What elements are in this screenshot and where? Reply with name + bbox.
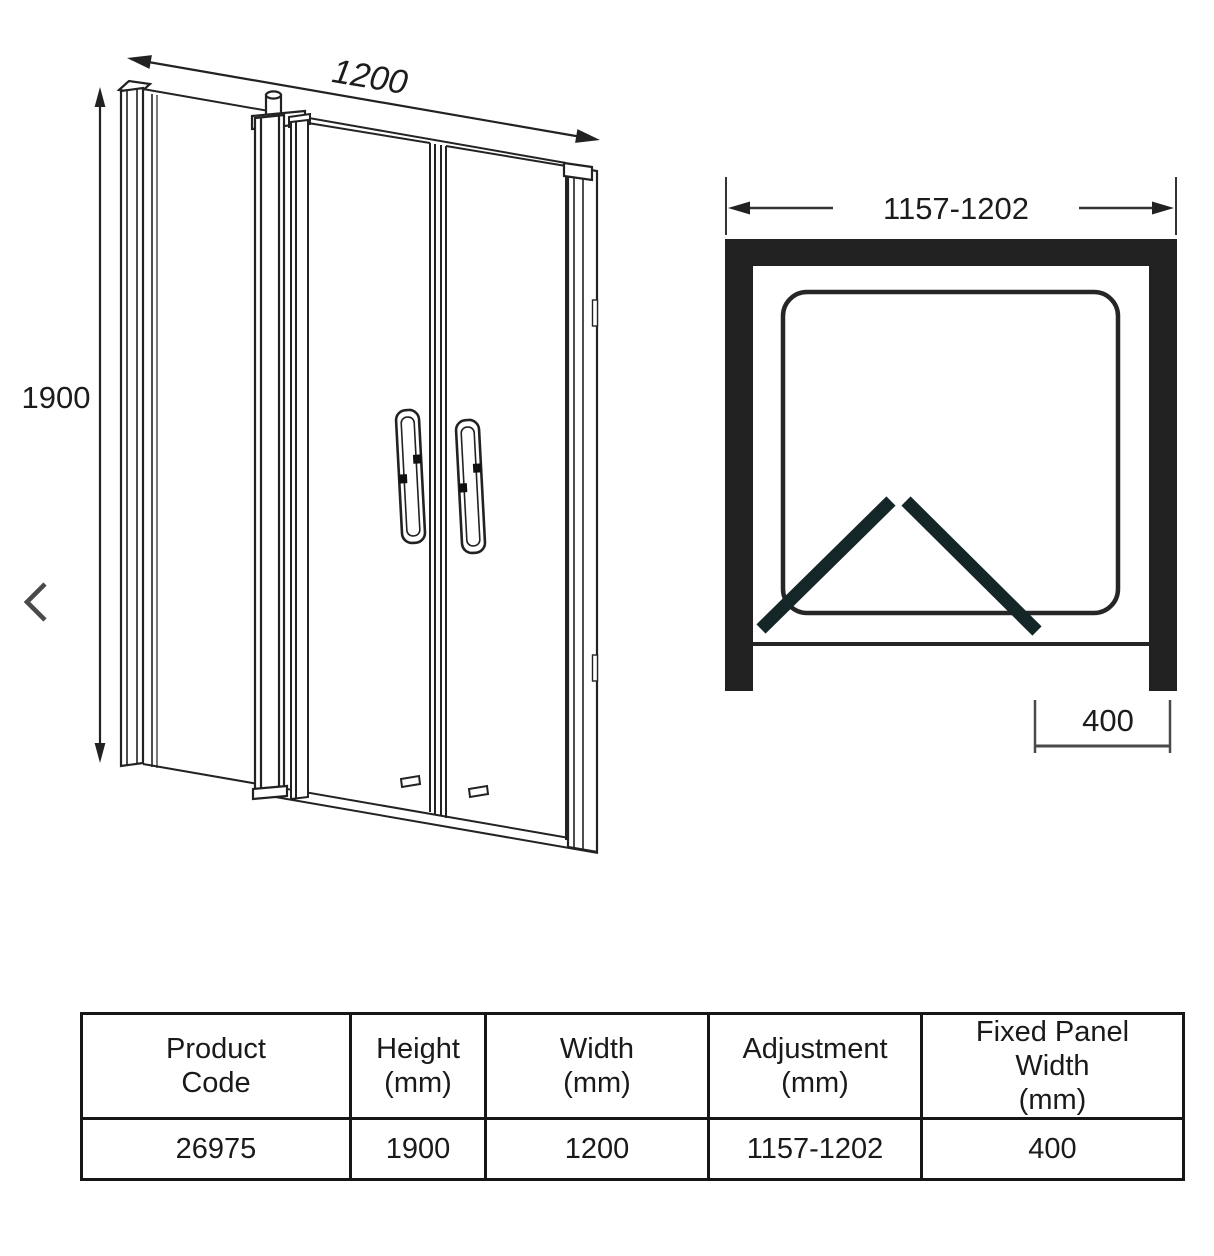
bifold-door-swing (756, 496, 1042, 636)
col-header-fixed-panel-width: Fixed Panel Width (mm) (920, 1012, 1185, 1120)
spec-header-row: Product Code Height (mm) Width (mm) Adju… (80, 1012, 1185, 1120)
cell-fixed-panel-width: 400 (920, 1117, 1185, 1181)
width-dimension-arrow-left-icon (127, 55, 152, 69)
door2-handle (454, 418, 487, 555)
header-line: (mm) (1018, 1084, 1087, 1116)
left-wall-profile (116, 79, 158, 768)
door-2 (445, 145, 567, 840)
header-line: Code (181, 1067, 251, 1099)
header-line: (mm) (384, 1067, 452, 1099)
cell-width: 1200 (484, 1117, 710, 1181)
adjustment-arrow-right-icon (1152, 201, 1174, 215)
enclosure-frame (725, 239, 1177, 691)
fixed-panel-dimension (1033, 700, 1172, 753)
header-line: Fixed Panel (975, 1016, 1130, 1048)
fixed-panel-dimension-label: 400 (1082, 703, 1134, 738)
col-header-adjustment: Adjustment (mm) (707, 1012, 923, 1120)
plan-view-diagram: 1157-1202 400 (725, 177, 1177, 753)
header-line: Width (1015, 1050, 1090, 1082)
header-line: (mm) (781, 1067, 849, 1099)
front-elevation-diagram: 1200 1900 (22, 52, 600, 854)
adjustment-arrow-left-icon (728, 201, 750, 215)
adjustment-dimension (725, 177, 1177, 235)
cell-adjustment: 1157-1202 (707, 1117, 923, 1181)
cell-height: 1900 (349, 1117, 487, 1181)
centre-meeting-stiles (429, 143, 447, 818)
height-dimension-arrow-down-icon (94, 743, 106, 763)
col-header-product-code: Product Code (80, 1012, 352, 1120)
width-dimension-line (130, 57, 597, 141)
col-header-height: Height (mm) (349, 1012, 487, 1120)
door1-hinge-stile (288, 112, 311, 801)
header-line: (mm) (563, 1067, 631, 1099)
height-dimension-label: 1900 (22, 380, 91, 415)
carousel-previous-button[interactable] (12, 572, 60, 628)
specification-table: Product Code Height (mm) Width (mm) Adju… (80, 1012, 1185, 1181)
right-wall-profile (562, 161, 599, 854)
col-header-width: Width (mm) (484, 1012, 710, 1120)
pivot-post (250, 90, 307, 801)
header-line: Height (376, 1033, 460, 1065)
shower-tray-outline (780, 289, 1121, 616)
header-line: Product (166, 1033, 266, 1065)
spec-value-row: 26975 1900 1200 1157-1202 400 (80, 1117, 1185, 1181)
width-dimension-arrow-right-icon (575, 129, 600, 143)
cell-product-code: 26975 (80, 1117, 352, 1181)
chevron-left-icon (23, 582, 47, 622)
door1-handle (394, 408, 427, 545)
height-dimension-arrow-up-icon (94, 87, 106, 107)
header-line: Width (559, 1033, 635, 1065)
header-line: Adjustment (742, 1033, 888, 1065)
adjustment-dimension-label: 1157-1202 (883, 191, 1029, 226)
